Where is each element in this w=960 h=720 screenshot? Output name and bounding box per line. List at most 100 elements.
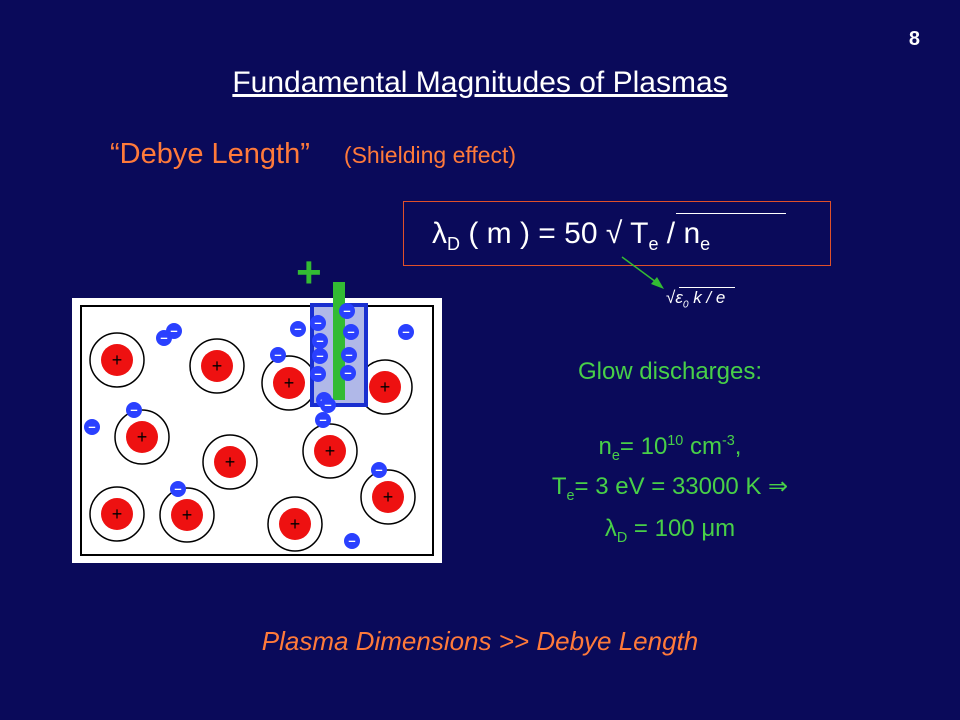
te-subscript: e xyxy=(648,234,659,254)
electron: – xyxy=(270,347,286,363)
electron-dot xyxy=(290,321,306,337)
electron-density-line: ne= 1010 cm-3, xyxy=(520,433,820,464)
lambda-value-sub: D xyxy=(616,529,628,546)
lambda-symbol: λ xyxy=(432,217,447,250)
ions-group: +++++++++++ xyxy=(89,332,416,552)
ion: + xyxy=(159,487,215,543)
electron: – xyxy=(315,412,331,428)
electron-temperature-line: Te= 3 eV = 33000 K ⇒ xyxy=(490,472,850,504)
ion: + xyxy=(360,469,416,525)
ion-sign: + xyxy=(182,505,193,525)
electron-dot xyxy=(398,324,414,340)
debye-length-formula: λD ( m ) = 50 √ Te / ne xyxy=(432,217,710,255)
ion: + xyxy=(114,409,170,465)
ion-core xyxy=(201,350,233,382)
electron: – xyxy=(343,324,359,340)
electron: – xyxy=(156,330,172,346)
electron-sign: – xyxy=(347,324,354,339)
electron: – xyxy=(126,402,142,418)
electron-dot xyxy=(320,397,336,413)
electron: – xyxy=(170,481,186,497)
ion-core xyxy=(314,435,346,467)
ion: + xyxy=(302,423,358,479)
electron: – xyxy=(344,533,360,549)
electron: – xyxy=(320,397,336,413)
slide-title: Fundamental Magnitudes of Plasmas xyxy=(232,66,728,99)
electron-dot xyxy=(310,315,326,331)
ne-mid: = 10 xyxy=(619,433,668,460)
ne-sub: e xyxy=(611,447,620,464)
ion-sign: + xyxy=(137,427,148,447)
ion: + xyxy=(261,355,317,411)
ion-sign: + xyxy=(112,350,123,370)
sqrt-note-sub: 0 xyxy=(682,299,689,311)
electron-dot xyxy=(170,481,186,497)
formula-division: / n xyxy=(658,217,701,250)
electron: – xyxy=(341,347,357,363)
electron-sign: – xyxy=(319,412,326,427)
electron-dot xyxy=(312,348,328,364)
ion: + xyxy=(357,359,413,415)
electron: – xyxy=(310,315,326,331)
te-sub: e xyxy=(566,487,575,504)
electron-dot xyxy=(312,333,328,349)
electron-dot xyxy=(341,347,357,363)
formula-box xyxy=(403,201,831,266)
electron-sign: – xyxy=(314,366,321,381)
ion-core xyxy=(101,344,133,376)
electron: – xyxy=(310,366,326,382)
electron-sign: – xyxy=(402,324,409,339)
subtitle-note: (Shielding effect) xyxy=(343,142,517,168)
ion-sign: + xyxy=(225,452,236,472)
electron-sign: – xyxy=(375,462,382,477)
positive-electrode xyxy=(333,282,345,400)
ne-exp: 10 xyxy=(667,433,684,449)
debye-value-line: λD = 100 μm xyxy=(520,515,820,546)
ion-sign: + xyxy=(212,356,223,376)
ion-core xyxy=(171,499,203,531)
electron: – xyxy=(84,419,100,435)
electron-sign: – xyxy=(324,397,331,412)
ion-sign: + xyxy=(290,514,301,534)
electron: – xyxy=(340,365,356,381)
ion-core xyxy=(369,371,401,403)
ion-core xyxy=(273,367,305,399)
electron-dot xyxy=(339,303,355,319)
electron-sign: – xyxy=(348,533,355,548)
ion-sign: + xyxy=(383,487,394,507)
electron-dot xyxy=(84,419,100,435)
electron-dot xyxy=(343,324,359,340)
ne-end: , xyxy=(734,433,742,460)
lambda-subscript: D xyxy=(447,234,460,254)
electron-sign: – xyxy=(344,365,351,380)
electron: – xyxy=(290,321,306,337)
electron-dot xyxy=(270,347,286,363)
electron-dot xyxy=(315,412,331,428)
sqrt-note-overbar xyxy=(679,287,735,288)
lambda-value-rest: = 100 μm xyxy=(627,515,736,542)
ion: + xyxy=(267,496,323,552)
electron-dot xyxy=(310,366,326,382)
glow-discharges-title: Glow discharges: xyxy=(577,358,763,385)
electron-sign: – xyxy=(316,333,323,348)
lambda-value-symbol: λ xyxy=(604,515,617,542)
te-prefix: T xyxy=(551,473,567,500)
electron-sign: – xyxy=(88,419,95,434)
electron-sign: – xyxy=(314,315,321,330)
ion-core xyxy=(372,481,404,513)
sqrt-note: √ε0 k / e xyxy=(666,288,725,310)
ion-core xyxy=(214,446,246,478)
electron-dot xyxy=(156,330,172,346)
electron-dot xyxy=(344,533,360,549)
electron-sign: – xyxy=(345,347,352,362)
electron-dot xyxy=(340,365,356,381)
electrons-group: ––––––––––––––––––––– xyxy=(84,303,414,549)
electron-sign: – xyxy=(174,481,181,496)
ne-unit-exp: -3 xyxy=(721,433,735,449)
electron-sign: – xyxy=(316,348,323,363)
ne-prefix: n xyxy=(598,433,612,460)
ion: + xyxy=(89,332,145,388)
electron-sign: – xyxy=(274,347,281,362)
electron: – xyxy=(398,324,414,340)
subtitle-main: “Debye Length” xyxy=(110,138,310,170)
